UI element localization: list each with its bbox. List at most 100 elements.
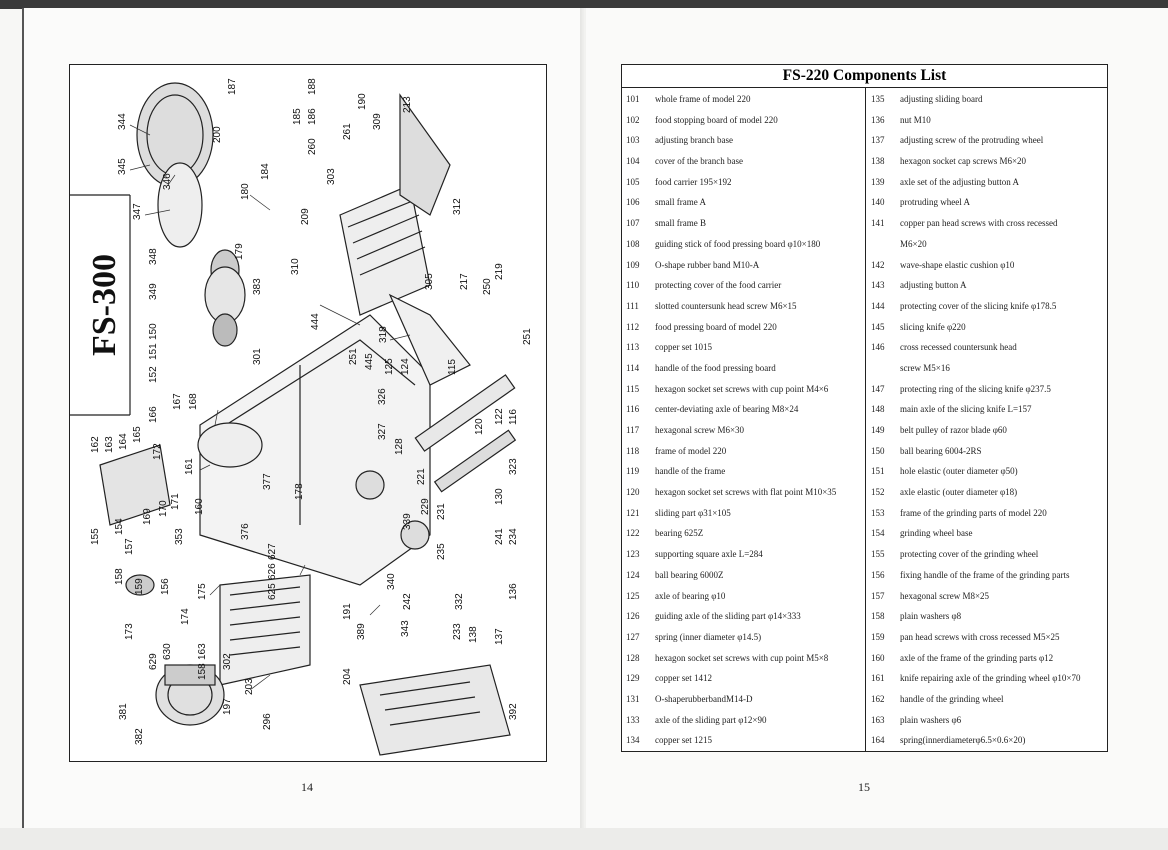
part-description: bearing 625Z bbox=[655, 528, 704, 539]
callout-159: 159 bbox=[134, 578, 145, 595]
part-number: 114 bbox=[626, 362, 640, 373]
callout-188: 188 bbox=[307, 78, 318, 95]
part-description: adjusting screw of the protruding wheel bbox=[900, 135, 1044, 146]
table-row: 131 O-shaperubberbandM14-D bbox=[626, 689, 866, 710]
callout-128: 128 bbox=[394, 438, 405, 455]
part-description: plain washers φ6 bbox=[900, 714, 962, 725]
book-spine bbox=[580, 8, 590, 830]
slicing-knife-assembly bbox=[136, 82, 246, 347]
part-description: small frame B bbox=[655, 218, 706, 229]
part-number: 125 bbox=[626, 590, 640, 601]
callout-190: 190 bbox=[357, 93, 368, 110]
callout-150: 150 bbox=[148, 323, 159, 340]
callout-156: 156 bbox=[160, 578, 171, 595]
part-number: 113 bbox=[626, 342, 640, 353]
callout-327: 327 bbox=[377, 423, 388, 440]
callout-376: 376 bbox=[240, 523, 251, 540]
part-number: 126 bbox=[626, 611, 640, 622]
column-divider bbox=[865, 87, 866, 751]
callout-155: 155 bbox=[90, 528, 101, 545]
part-description: supporting square axle L=284 bbox=[655, 549, 763, 560]
callout-184: 184 bbox=[260, 163, 271, 180]
callout-175: 175 bbox=[197, 583, 208, 600]
callout-353: 353 bbox=[174, 528, 185, 545]
callout-377: 377 bbox=[262, 473, 273, 490]
callout-178: 178 bbox=[294, 483, 305, 500]
part-description: copper pan head screws with cross recess… bbox=[900, 218, 1058, 229]
part-number: 138 bbox=[871, 156, 885, 167]
part-number: 135 bbox=[871, 94, 885, 104]
callout-389: 389 bbox=[356, 623, 367, 640]
page-number-left: 14 bbox=[301, 780, 313, 794]
part-description: hole elastic (outer diameter φ50) bbox=[900, 466, 1018, 477]
part-number: 128 bbox=[626, 652, 640, 663]
callout-151: 151 bbox=[148, 343, 159, 360]
part-number: 157 bbox=[871, 590, 885, 601]
scan-edge-bottom bbox=[0, 828, 1168, 850]
callout-185: 185 bbox=[292, 108, 303, 125]
callout-138: 138 bbox=[468, 626, 479, 643]
part-number: 163 bbox=[871, 714, 885, 725]
part-description: hexagon socket set screws with cup point… bbox=[655, 383, 829, 394]
part-description: O-shaperubberbandM14-D bbox=[655, 693, 753, 704]
part-number: 127 bbox=[626, 631, 640, 642]
part-description: guiding stick of food pressing board φ10… bbox=[655, 238, 821, 249]
part-number: 105 bbox=[626, 176, 640, 187]
part-number: 155 bbox=[871, 549, 885, 560]
part-description: cross recessed countersunk head bbox=[900, 342, 1017, 353]
part-number: 143 bbox=[871, 280, 885, 291]
part-number: 104 bbox=[626, 156, 640, 167]
part-number: 111 bbox=[626, 300, 639, 311]
callout-173: 173 bbox=[124, 623, 135, 640]
part-description: whole frame of model 220 bbox=[655, 94, 751, 104]
part-number: 152 bbox=[871, 487, 885, 498]
part-description: copper set 1215 bbox=[655, 735, 712, 746]
callout-167: 167 bbox=[172, 393, 183, 410]
callout-260: 260 bbox=[307, 138, 318, 155]
part-description: small frame A bbox=[655, 197, 706, 208]
part-description: protecting cover of the slicing knife φ1… bbox=[900, 300, 1057, 311]
part-description: adjusting branch base bbox=[655, 135, 733, 146]
callout-229: 229 bbox=[420, 498, 431, 515]
callout-179: 179 bbox=[234, 243, 245, 260]
part-description: spring(innerdiameterφ6.5×0.6×20) bbox=[900, 735, 1026, 746]
part-description: frame of model 220 bbox=[655, 445, 727, 456]
grinding-parts bbox=[99, 444, 311, 686]
part-number: 146 bbox=[871, 342, 885, 353]
part-number: 131 bbox=[626, 693, 640, 704]
callout-168: 168 bbox=[188, 393, 199, 410]
part-description: spring (inner diameter φ14.5) bbox=[655, 631, 762, 642]
callout-234: 234 bbox=[508, 528, 519, 545]
callout-219: 219 bbox=[494, 263, 505, 280]
callout-326: 326 bbox=[377, 388, 388, 405]
callout-251-right: 251 bbox=[522, 328, 533, 345]
callout-235: 235 bbox=[436, 543, 447, 560]
part-description: protruding wheel A bbox=[900, 197, 970, 208]
part-description: fixing handle of the frame of the grindi… bbox=[900, 569, 1070, 580]
callout-154: 154 bbox=[114, 518, 125, 535]
part-number: 149 bbox=[871, 425, 885, 435]
callout-161: 161 bbox=[184, 458, 195, 475]
part-description: axle of the sliding part φ12×90 bbox=[655, 714, 767, 725]
part-number: 115 bbox=[626, 383, 640, 394]
callout-382: 382 bbox=[134, 728, 145, 745]
